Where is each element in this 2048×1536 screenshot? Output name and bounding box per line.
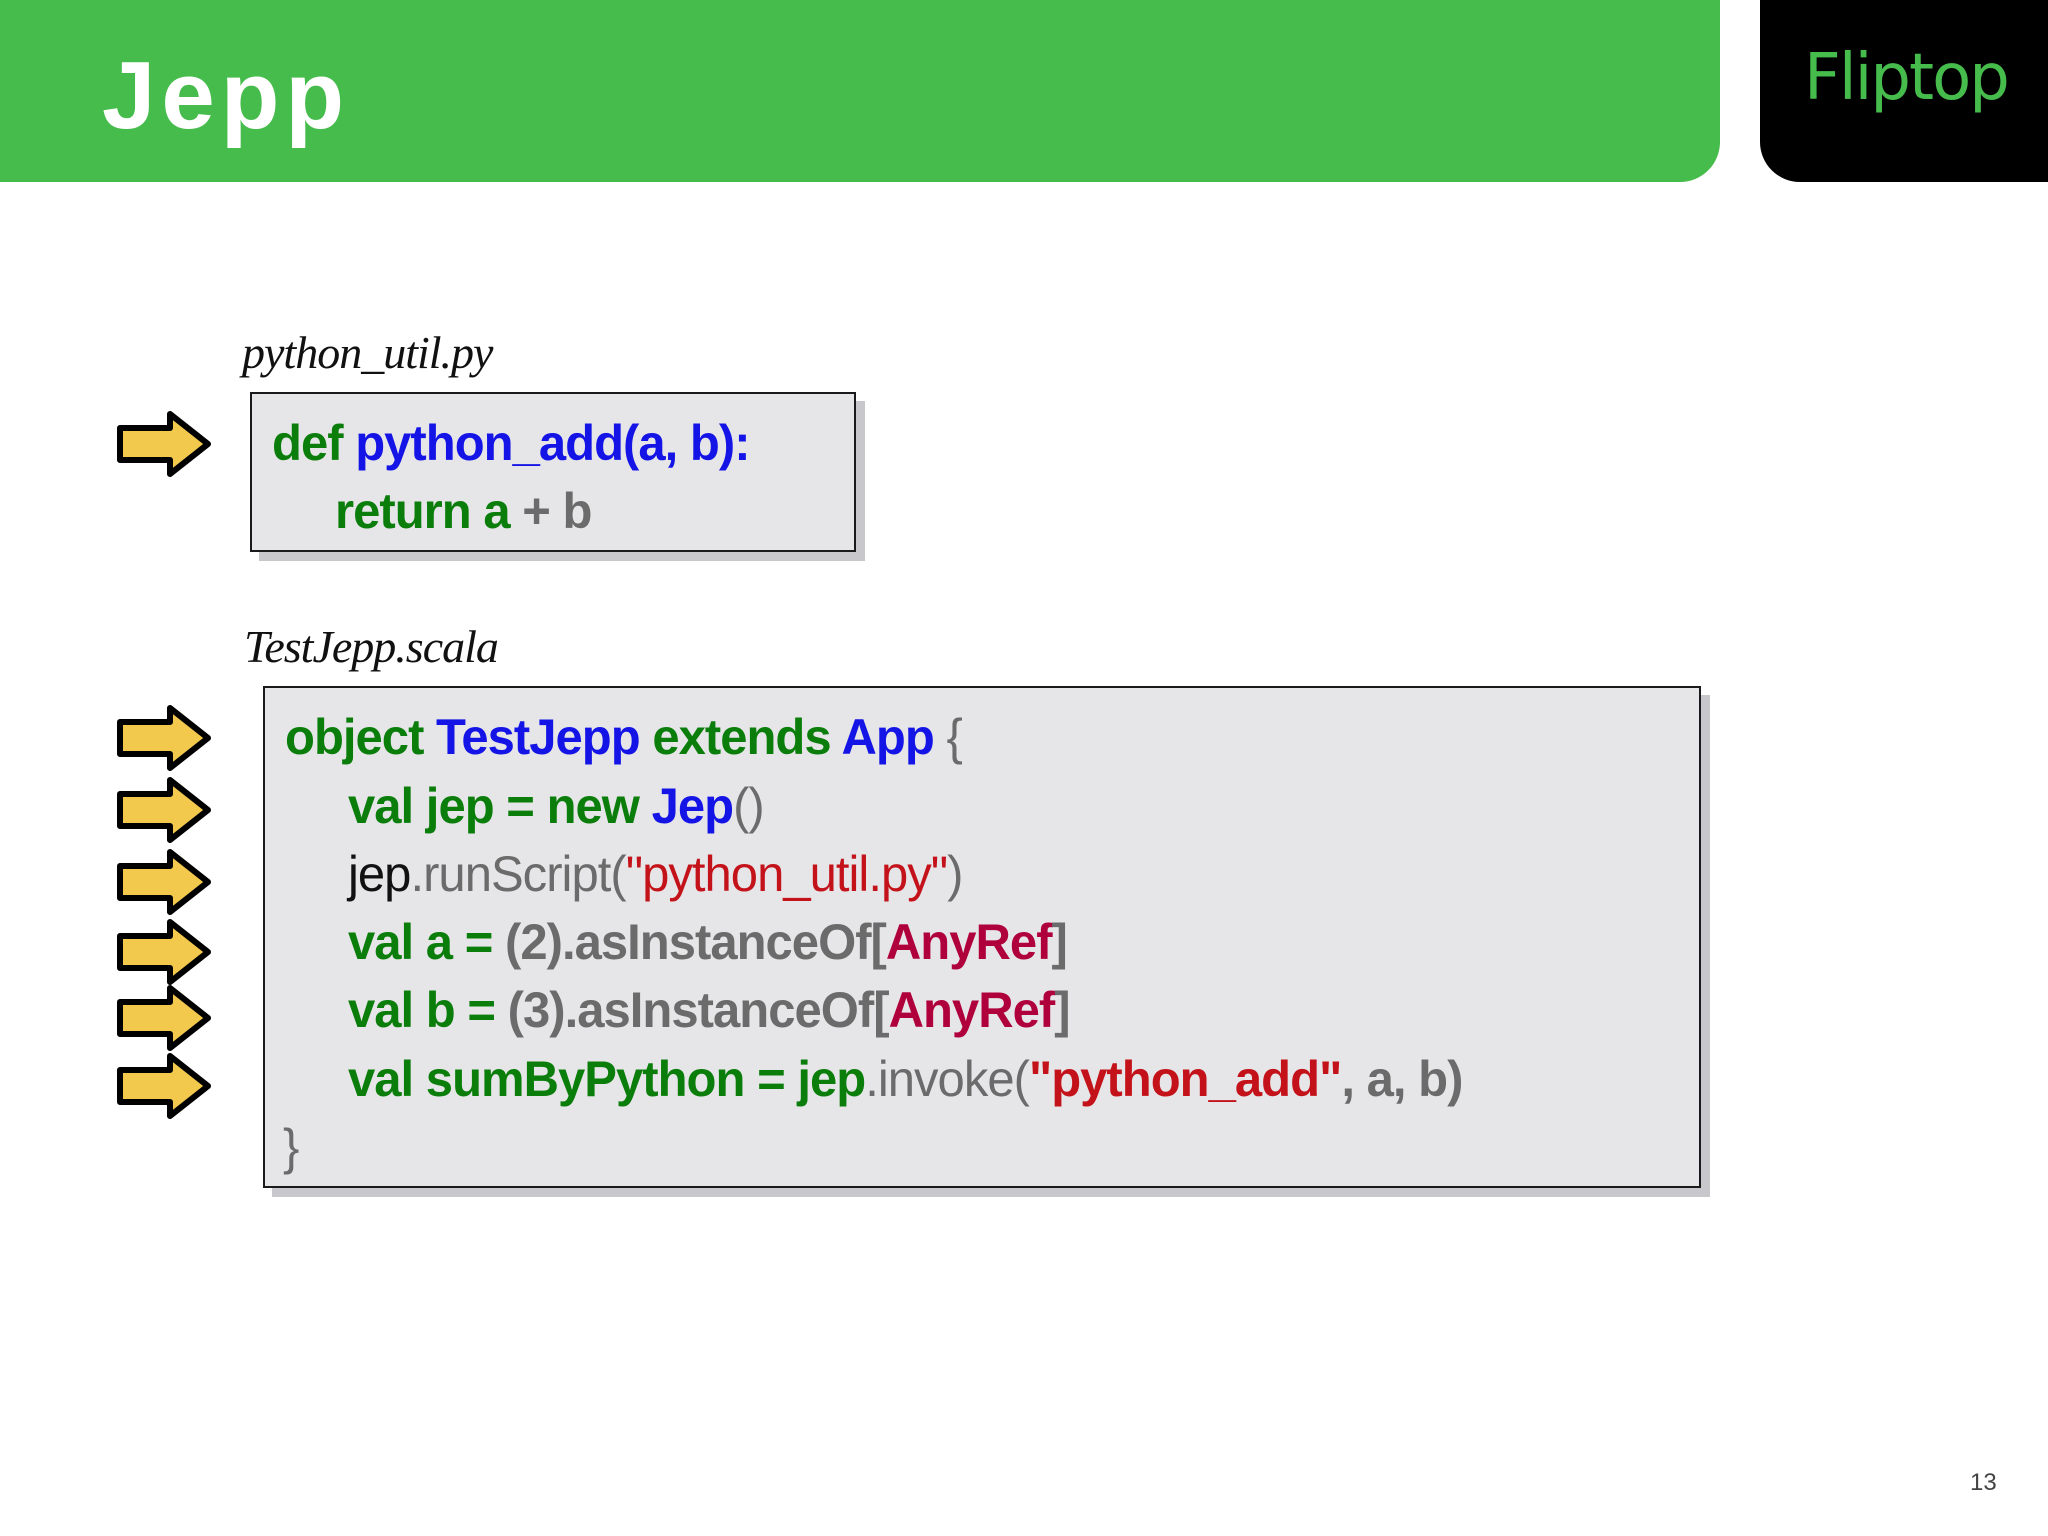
python-code-box: def python_add(a, b): return a + b: [250, 392, 856, 552]
slide-title: Jepp: [102, 42, 351, 149]
yellow-right-arrow-icon: [117, 705, 211, 771]
yellow-right-arrow-icon: [117, 849, 211, 915]
yellow-right-arrow-icon: [117, 777, 211, 843]
code-line: object TestJepp extends App {: [285, 709, 963, 765]
fliptop-logo: Fliptop: [1804, 41, 2010, 115]
code-line: jep.runScript("python_util.py"): [348, 846, 963, 902]
scala-file-label: TestJepp.scala: [244, 621, 499, 672]
logo-box: Fliptop: [1760, 0, 2048, 182]
code-line: val sumByPython = jep.invoke("python_add…: [348, 1051, 1463, 1107]
page-number: 13: [1970, 1469, 1997, 1496]
yellow-right-arrow-icon: [117, 411, 211, 477]
yellow-right-arrow-icon: [117, 985, 211, 1051]
yellow-right-arrow-icon: [117, 1053, 211, 1119]
code-line: def python_add(a, b):: [272, 415, 751, 471]
code-line: val jep = new Jep(): [348, 778, 765, 834]
code-line: val a = (2).asInstanceOf[AnyRef]: [348, 914, 1068, 970]
yellow-right-arrow-icon: [117, 919, 211, 985]
code-line: }: [283, 1119, 299, 1175]
scala-code-box: object TestJepp extends App { val jep = …: [263, 686, 1701, 1188]
code-line: val b = (3).asInstanceOf[AnyRef]: [348, 982, 1071, 1038]
code-line: return a + b: [335, 483, 592, 539]
python-file-label: python_util.py: [242, 327, 493, 378]
title-bar: Jepp: [0, 0, 1720, 182]
